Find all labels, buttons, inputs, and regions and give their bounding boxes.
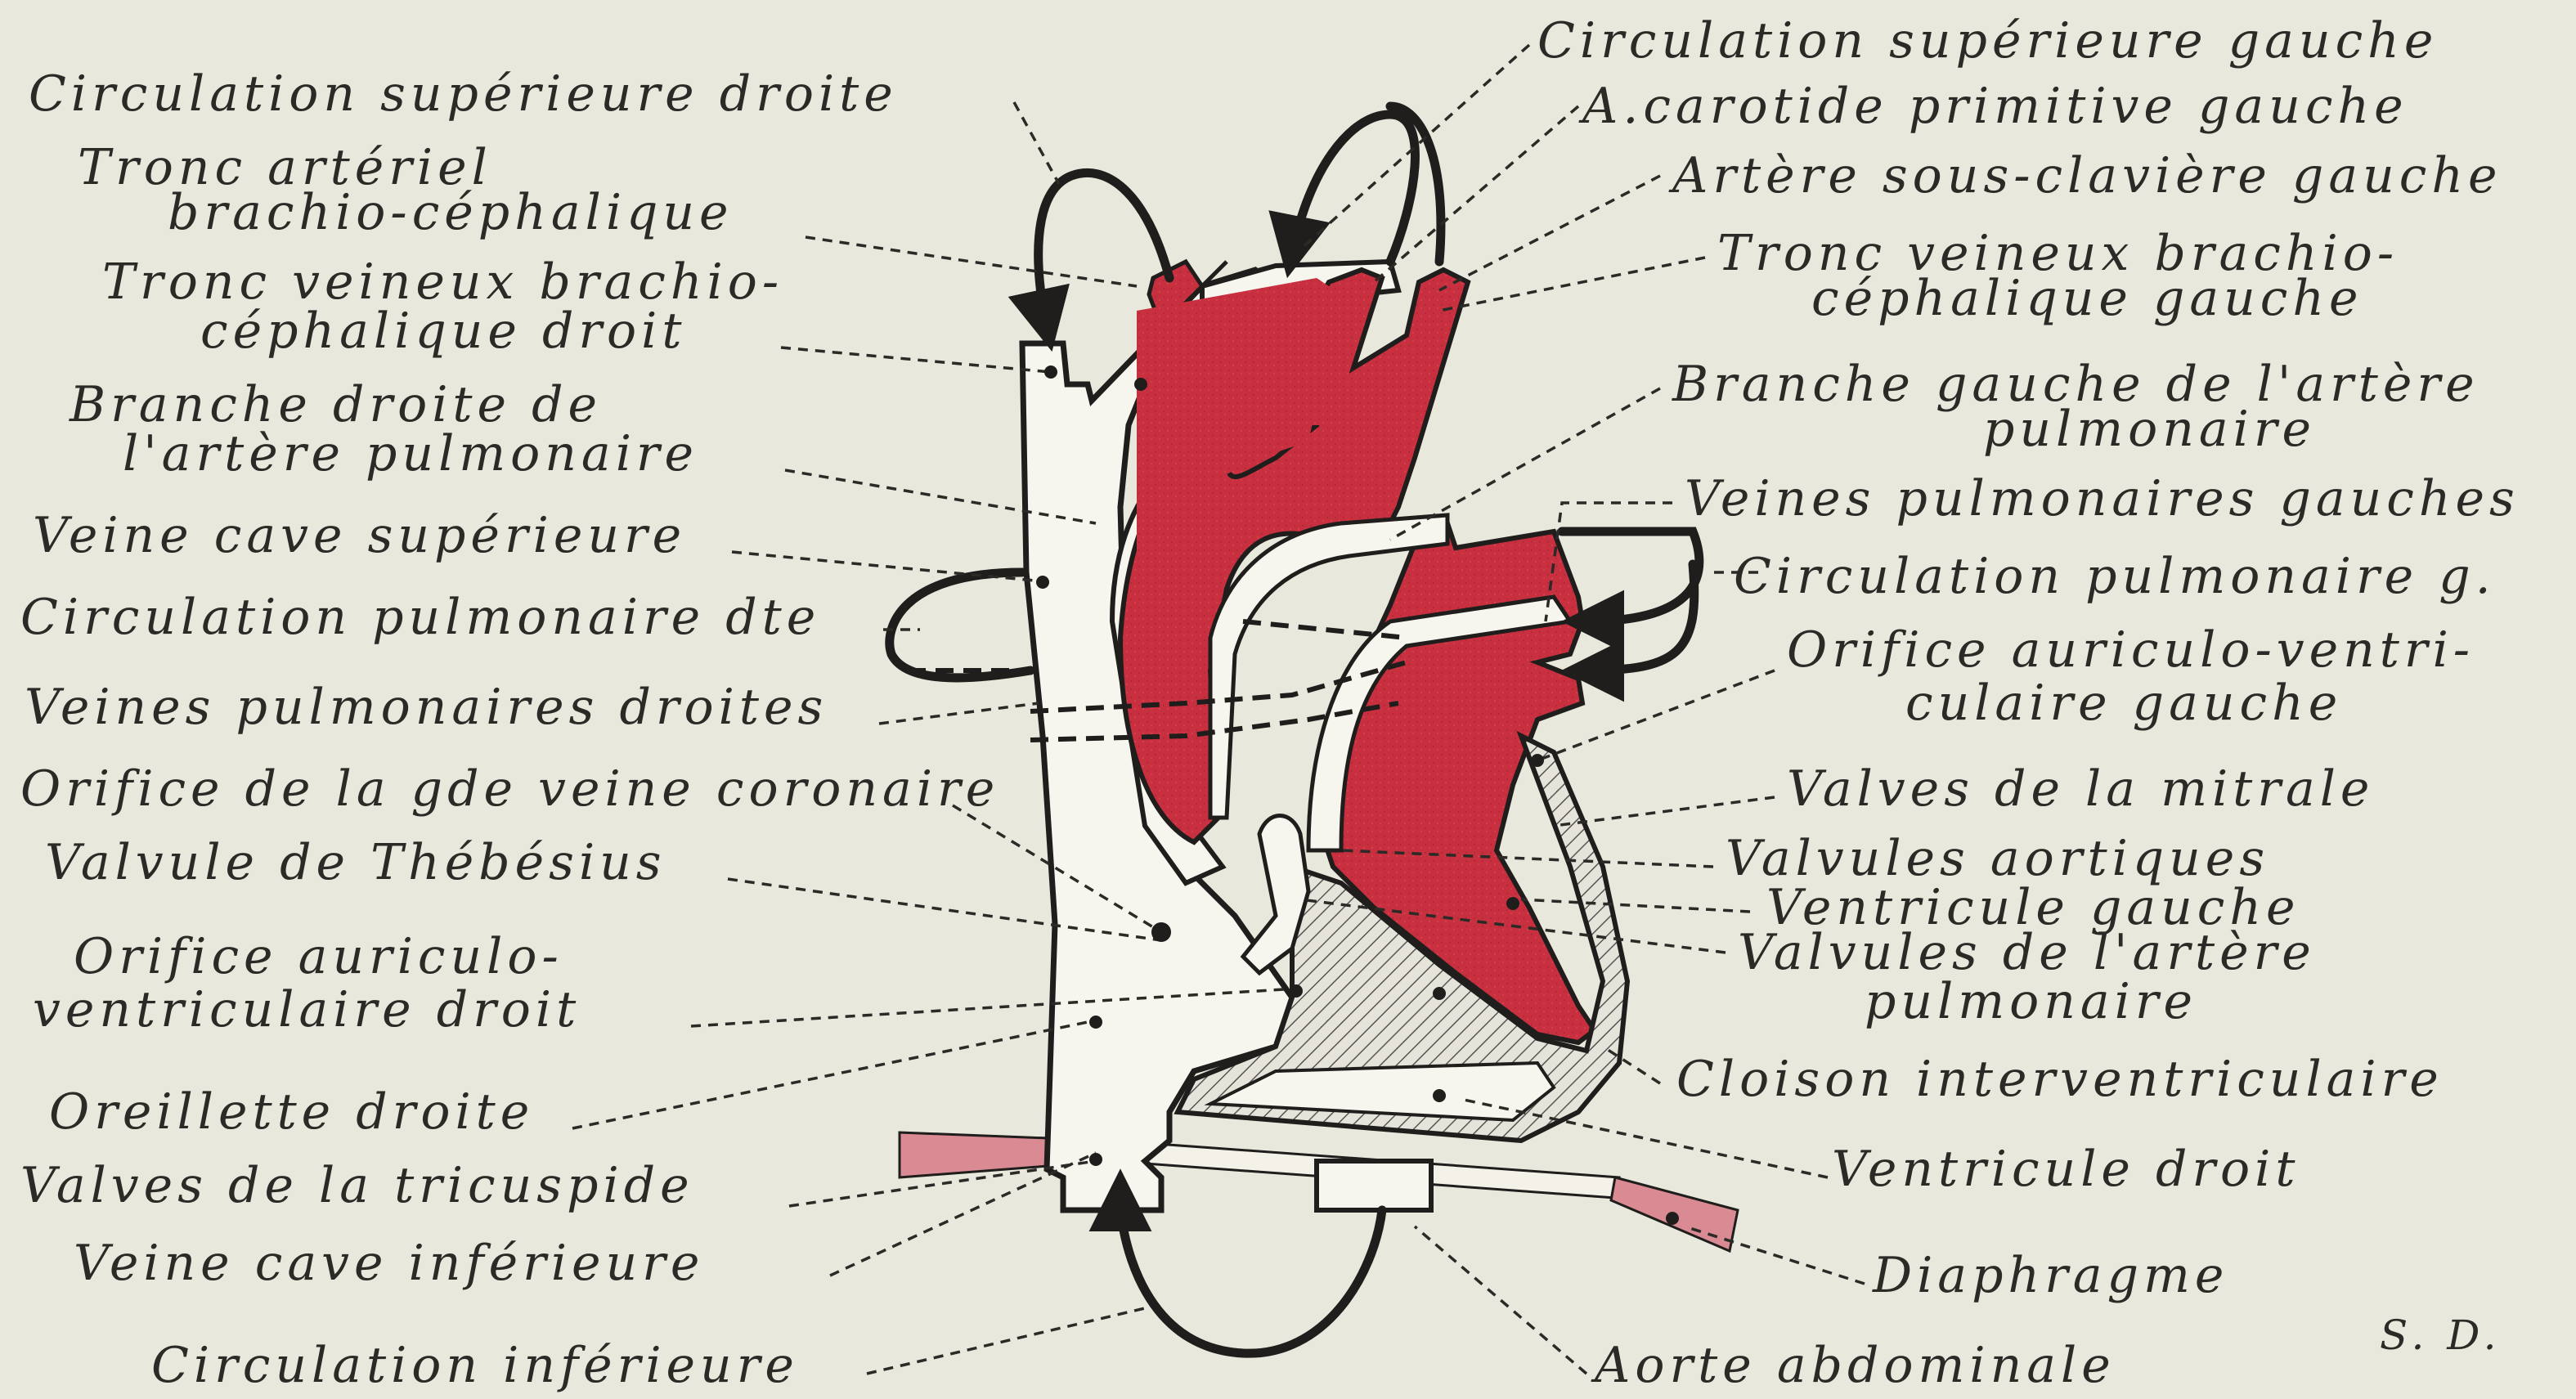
- label-cephalique-gauche: céphalique gauche: [1811, 270, 2363, 327]
- label-veines-pulmonaires-droites: Veines pulmonaires droites: [25, 679, 828, 736]
- label-valves-mitrale: Valves de la mitrale: [1787, 760, 2374, 818]
- label-artere-pulmonaire-droite: l'artère pulmonaire: [123, 425, 698, 482]
- abdominal-aorta: [1317, 1161, 1431, 1210]
- label-circulation-pulmonaire-gauche: Circulation pulmonaire g.: [1734, 548, 2496, 605]
- label-aorte-abdominale: Aorte abdominale: [1591, 1337, 2116, 1394]
- label-orifice-auriculo: Orifice auriculo-: [74, 928, 563, 985]
- label-cloison-interventriculaire: Cloison interventriculaire: [1676, 1051, 2444, 1108]
- label-ventriculaire-droit: ventriculaire droit: [33, 981, 581, 1038]
- label-cephalique-droit: céphalique droit: [200, 303, 686, 360]
- artist-signature: S. D.: [2380, 1312, 2501, 1359]
- label-pulmonaire-gauche: pulmonaire: [1983, 401, 2316, 458]
- label-oreillette-droite: Oreillette droite: [49, 1083, 534, 1141]
- label-circulation-superieure-droite: Circulation supérieure droite: [29, 65, 898, 123]
- label-veines-pulmonaires-gauches: Veines pulmonaires gauches: [1685, 470, 2520, 527]
- label-circulation-superieure-gauche: Circulation supérieure gauche: [1537, 12, 2438, 70]
- label-culaire-gauche: culaire gauche: [1905, 675, 2342, 732]
- label-circulation-inferieure: Circulation inférieure: [151, 1337, 799, 1394]
- label-diaphragme: Diaphragme: [1872, 1247, 2228, 1304]
- label-orifice-auriculo-ventri: Orifice auriculo-ventri-: [1787, 621, 2475, 679]
- labels-left: Circulation supérieure droite Tronc arté…: [20, 65, 999, 1394]
- label-valves-tricuspide: Valves de la tricuspide: [20, 1157, 694, 1214]
- label-orifice-grande-veine-coronaire: Orifice de la gde veine coronaire: [20, 760, 999, 818]
- label-veine-cave-superieure: Veine cave supérieure: [33, 507, 686, 564]
- label-brachio-cephalique: brachio-céphalique: [168, 184, 734, 241]
- label-valvule-thebesius: Valvule de Thébésius: [45, 834, 666, 891]
- label-ventricule-droit: Ventricule droit: [1832, 1141, 2300, 1198]
- label-carotide-primitive-gauche: A.carotide primitive gauche: [1578, 78, 2408, 135]
- label-artere-sous-claviere-gauche: Artère sous-clavière gauche: [1668, 147, 2502, 204]
- label-pulmonaire-valvules: pulmonaire: [1865, 973, 2197, 1030]
- label-circulation-pulmonaire-droite: Circulation pulmonaire dte: [20, 589, 820, 646]
- label-veine-cave-inferieure: Veine cave inférieure: [74, 1235, 704, 1292]
